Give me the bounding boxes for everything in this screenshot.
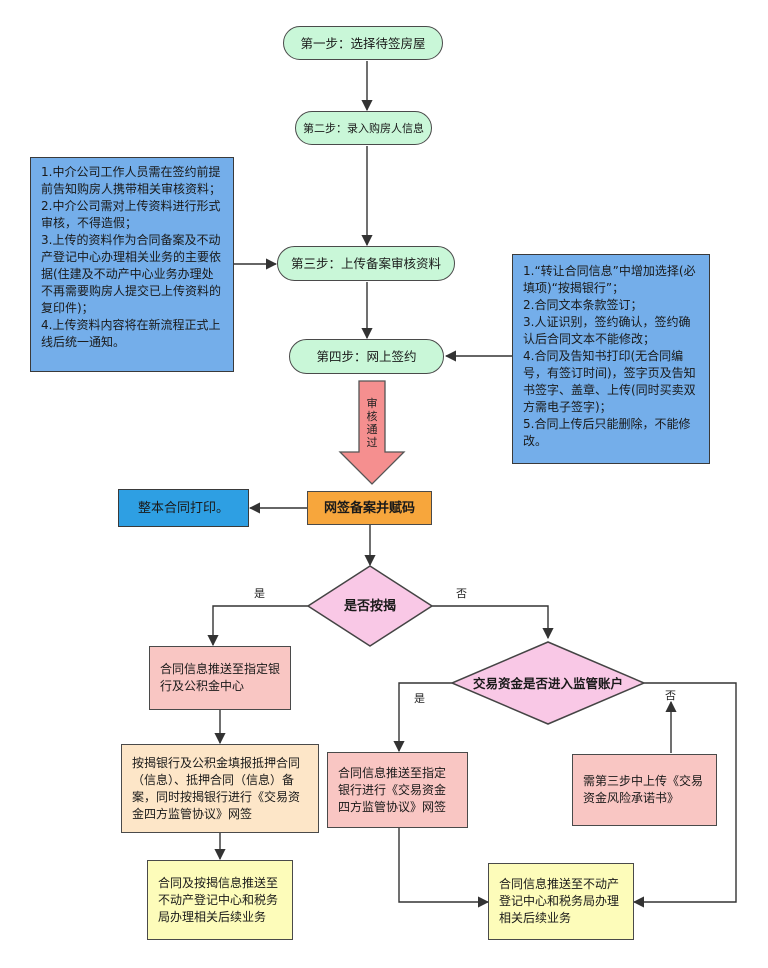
- escrow-yes-label: 是: [414, 692, 425, 705]
- risk-letter-text: 需第三步中上传《交易资金风险承诺书》: [583, 774, 704, 805]
- push-registry-left-box: 合同及按揭信息推送至不动产登记中心和税务局办理相关后续业务: [147, 860, 293, 940]
- decision-mortgage-label: 是否按揭: [343, 598, 396, 614]
- step3-box: 第三步：上传备案审核资料: [277, 246, 455, 281]
- review-arrow-label: 审 核 通 过: [366, 397, 378, 449]
- push-bank-escrow-text: 合同信息推送至指定银行进行《交易资金四方监管协议》网签: [338, 765, 447, 814]
- print-box: 整本合同打印。: [118, 489, 249, 527]
- connector-mortgage-no: [432, 605, 554, 640]
- right-note-box: 1.“转让合同信息”中增加选择(必填项)“按揭银行”； 2.合同文本条款签订； …: [512, 254, 710, 464]
- step1-box: 第一步：选择待签房屋: [283, 26, 443, 60]
- decision-escrow-label: 交易资金是否进入监管账户: [472, 675, 623, 691]
- mortgage-no-label: 否: [456, 587, 467, 600]
- mortgage-yes-label: 是: [254, 587, 265, 600]
- push-registry-right-box: 合同信息推送至不动产登记中心和税务局办理相关后续业务: [488, 863, 634, 940]
- netsign-label: 网签备案并赋码: [323, 500, 415, 516]
- decision-mortgage-shape: [306, 565, 434, 647]
- step2-box: 第二步：录入购房人信息: [295, 111, 432, 145]
- step4-label: 第四步：网上签约: [316, 349, 417, 364]
- left-note-box: 1.中介公司工作人员需在签约前提前告知购房人携带相关审核资料； 2.中介公司需对…: [30, 157, 234, 372]
- bank-fill-text: 按揭银行及公积金填报抵押合同（信息）、抵押合同（信息）备案，同时按揭银行进行《交…: [132, 755, 301, 821]
- decision-mortgage-label-wrap: 是否按揭: [318, 594, 422, 618]
- decision-escrow-shape: [450, 641, 646, 725]
- netsign-box: 网签备案并赋码: [307, 491, 432, 525]
- push-registry-left-text: 合同及按揭信息推送至不动产登记中心和税务局办理相关后续业务: [158, 875, 279, 924]
- right-note-text: 1.“转让合同信息”中增加选择(必填项)“按揭银行”； 2.合同文本条款签订； …: [523, 264, 696, 448]
- escrow-no-label: 否: [665, 689, 676, 702]
- step4-box: 第四步：网上签约: [289, 339, 444, 374]
- risk-letter-box: 需第三步中上传《交易资金风险承诺书》: [572, 754, 717, 826]
- connector-escrowbank-registry: [398, 828, 490, 908]
- connector-mortgage-yes: [207, 605, 308, 647]
- left-note-text: 1.中介公司工作人员需在签约前提前告知购房人携带相关审核资料； 2.中介公司需对…: [41, 165, 222, 349]
- connector-escrow-yes: [393, 682, 452, 753]
- decision-escrow-label-wrap: 交易资金是否进入监管账户: [462, 671, 634, 695]
- step3-label: 第三步：上传备案审核资料: [290, 256, 441, 271]
- push-bank-text: 合同信息推送至指定银行及公积金中心: [160, 662, 281, 693]
- connector-escrow-no: [632, 682, 737, 908]
- push-registry-right-text: 合同信息推送至不动产登记中心和税务局办理相关后续业务: [499, 877, 620, 925]
- step1-label: 第一步：选择待签房屋: [300, 35, 426, 51]
- push-bank-box: 合同信息推送至指定银行及公积金中心: [149, 646, 291, 710]
- bank-fill-box: 按揭银行及公积金填报抵押合同（信息）、抵押合同（信息）备案，同时按揭银行进行《交…: [121, 744, 319, 833]
- push-bank-escrow-box: 合同信息推送至指定银行进行《交易资金四方监管协议》网签: [327, 752, 468, 828]
- review-arrow-shape: [338, 380, 406, 485]
- step2-label: 第二步：录入购房人信息: [303, 121, 424, 135]
- print-label: 整本合同打印。: [137, 500, 229, 516]
